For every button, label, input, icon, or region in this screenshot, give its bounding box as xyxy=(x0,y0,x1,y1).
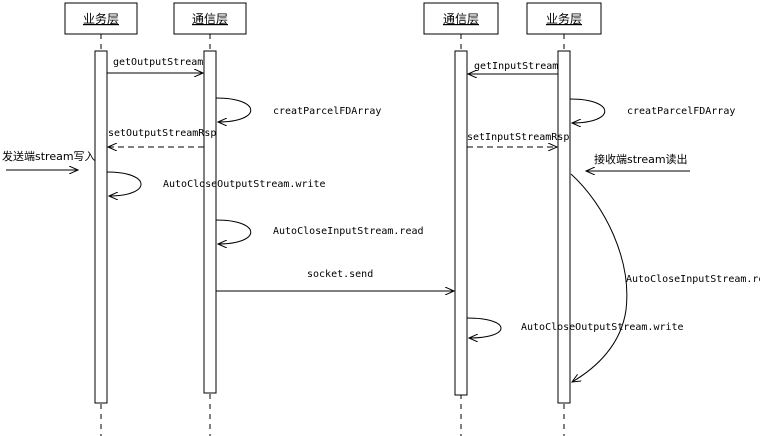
message-label-creat-parcel-right: creatParcelFDArray xyxy=(627,106,735,117)
curve-auto-close-input-right xyxy=(570,173,628,382)
note-receiver-read: 接收端stream读出 xyxy=(594,152,688,166)
message-label-get-input-stream: getInputStream xyxy=(474,61,558,72)
actor-label: 通信层 xyxy=(192,12,228,26)
actor-business-right: 业务层 xyxy=(526,2,602,35)
activation-comm-right xyxy=(454,50,468,396)
message-label-set-output-stream-rsp: setOutputStreamRsp xyxy=(108,128,216,139)
activation-business-left xyxy=(94,50,108,404)
actor-label: 业务层 xyxy=(546,11,582,26)
actor-comm-left: 通信层 xyxy=(173,2,247,35)
message-label-auto-close-output-left: AutoCloseOutputStream.write xyxy=(163,179,326,190)
note-sender-write: 发送端stream写入 xyxy=(2,149,96,163)
message-label-auto-close-input-right: AutoCloseInputStream.read xyxy=(626,274,760,285)
self-call-auto-close-input-left xyxy=(215,219,252,244)
message-label-creat-parcel-left: creatParcelFDArray xyxy=(273,106,381,117)
self-call-creat-parcel-right xyxy=(569,98,606,123)
message-label-socket-send: socket.send xyxy=(307,269,373,280)
actor-comm-right: 通信层 xyxy=(423,2,499,35)
message-label-auto-close-output-right: AutoCloseOutputStream.write xyxy=(521,322,684,333)
message-label-auto-close-input-left: AutoCloseInputStream.read xyxy=(273,226,424,237)
actor-label: 业务层 xyxy=(83,11,119,26)
message-label-set-input-stream-rsp: setInputStreamRsp xyxy=(467,132,569,143)
actor-business-left: 业务层 xyxy=(64,2,138,35)
self-call-creat-parcel-left xyxy=(215,97,252,122)
actor-label: 通信层 xyxy=(443,12,479,26)
activation-comm-left xyxy=(203,50,217,394)
activation-business-right xyxy=(557,50,571,404)
self-call-auto-close-output-right xyxy=(466,317,502,338)
message-label-get-output-stream: getOutputStream xyxy=(113,57,203,68)
self-call-auto-close-output-left xyxy=(106,171,142,196)
